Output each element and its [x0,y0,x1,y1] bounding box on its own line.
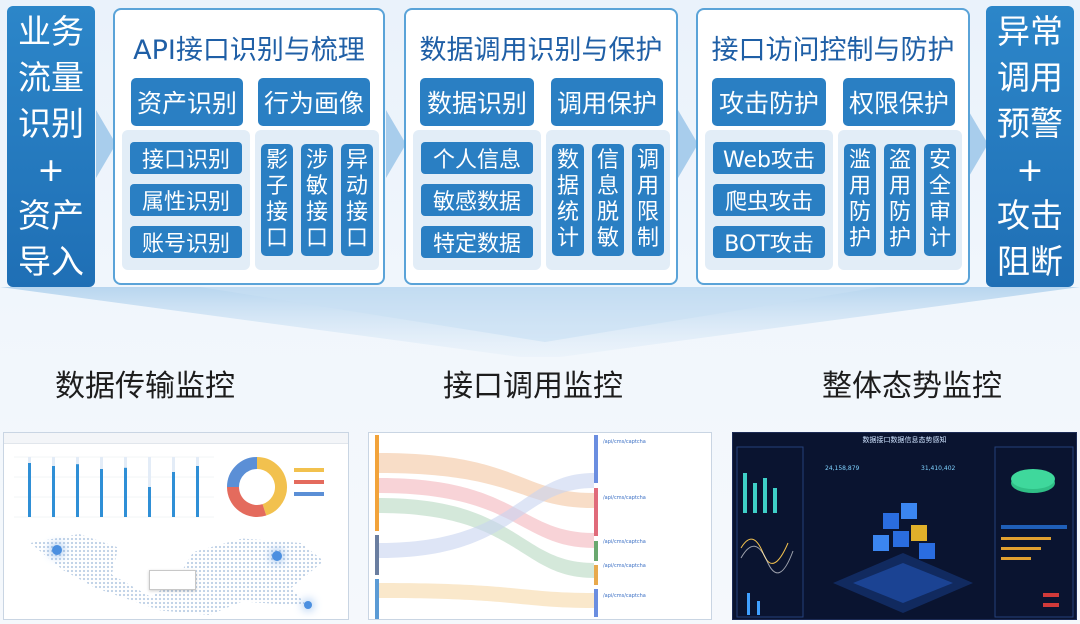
vertical-item-sensitive-api: 涉敏接口 [301,144,333,256]
bar [100,469,103,517]
sankey-label: /api/cms/captcha [603,439,646,445]
sankey-label: /api/cms/captcha [603,593,646,599]
sankey-chart [375,435,598,619]
sankey-label: /api/cms/captcha [603,563,646,569]
arrow-right-icon [96,110,116,178]
monitor-title-overall-situation: 整体态势监控 [822,369,1002,404]
vertical-item-abuse-protection: 滥用防护 [844,144,876,256]
monitor-title-data-transfer: 数据传输监控 [55,369,235,404]
bar [196,466,199,517]
vertical-item-theft-protection: 盗用防护 [884,144,916,256]
category-asset-identification: 资产识别 [131,78,243,126]
thumbnail-api-call: /api/cms/captcha/api/cms/captcha/api/cms… [368,432,712,620]
map-marker [304,601,312,609]
panel-access-control: 接口访问控制与防护 攻击防护 权限保护 Web攻击 爬虫攻击 BOT攻击 滥用防… [696,8,970,285]
list-item: Web攻击 [713,142,825,174]
donut-legend [294,468,334,496]
panel-api-identification: API接口识别与梳理 资产识别 行为画像 接口识别 属性识别 账号识别 影子接口… [113,8,385,285]
list-item: 爬虫攻击 [713,184,825,216]
category-behavior-profile: 行为画像 [258,78,370,126]
bar [124,467,127,517]
vertical-group: 影子接口 涉敏接口 异动接口 [255,130,379,270]
bar [52,466,55,517]
map-tooltip [149,570,196,590]
list-item: BOT攻击 [713,226,825,258]
list-group: Web攻击 爬虫攻击 BOT攻击 [705,130,833,270]
right-block-line: 异常 [997,11,1063,51]
right-block-line: 阻断 [997,241,1063,281]
list-item: 账号识别 [130,226,242,258]
vertical-group: 滥用防护 盗用防护 安全审计 [838,130,962,270]
panel-data-call: 数据调用识别与保护 数据识别 调用保护 个人信息 敏感数据 特定数据 数据统计 … [404,8,678,285]
funnel-shape [0,287,1080,357]
list-group: 接口识别 属性识别 账号识别 [122,130,250,270]
donut-slice [256,457,287,516]
list-group: 个人信息 敏感数据 特定数据 [413,130,541,270]
bar [148,487,151,517]
alert-block: 异常 调用 预警 + 攻击 阻断 [986,6,1074,287]
thumbnail-data-transfer [3,432,349,620]
arrow-right-icon [678,110,698,178]
list-item: 特定数据 [421,226,533,258]
category-data-identification: 数据识别 [420,78,534,126]
map-marker [52,545,62,555]
bar-chart [14,456,214,518]
sankey-label: /api/cms/captcha [603,495,646,501]
dashboard-title: 数据接口数据信息态势感知 [862,436,947,444]
list-item: 接口识别 [130,142,242,174]
arrow-right-icon [968,110,988,178]
situation-visual [736,446,1074,618]
vertical-item-anomaly-api: 异动接口 [341,144,373,256]
panel-title: 数据调用识别与保护 [419,35,663,66]
vertical-item-call-limit: 调用限制 [632,144,664,256]
panel-title: 接口访问控制与防护 [711,35,955,66]
vertical-item-shadow-api: 影子接口 [261,144,293,256]
left-block-line: 业务 [18,11,84,51]
vertical-item-data-stats: 数据统计 [552,144,584,256]
right-block-line: 攻击 [997,195,1063,235]
list-item: 个人信息 [421,142,533,174]
left-block-line: 流量 [18,57,84,97]
left-block-line: 导入 [18,241,84,281]
vertical-item-security-audit: 安全审计 [924,144,956,256]
list-item: 敏感数据 [421,184,533,216]
monitor-title-api-call: 接口调用监控 [443,369,623,404]
bar [28,463,31,517]
left-block-line: 识别 [18,103,84,143]
thumb-header [4,433,348,444]
bar [76,464,79,517]
panel-title: API接口识别与梳理 [133,35,365,66]
business-traffic-block: 业务 流量 识别 + 资产 导入 [7,6,95,287]
left-block-line: 资产 [18,195,84,235]
right-block-line: 调用 [997,57,1063,97]
bar [172,472,175,517]
category-permission-protection: 权限保护 [843,78,955,126]
vertical-item-data-masking: 信息脱敏 [592,144,624,256]
donut-chart [227,457,287,517]
category-attack-protection: 攻击防护 [712,78,826,126]
left-block-line: + [37,149,65,189]
list-item: 属性识别 [130,184,242,216]
right-block-line: 预警 [997,103,1063,143]
sankey-label: /api/cms/captcha [603,539,646,545]
arrow-right-icon [386,110,406,178]
right-block-line: + [1016,149,1044,189]
category-call-protection: 调用保护 [551,78,663,126]
thumbnail-overall-situation: 数据接口数据信息态势感知 24,158,879 31,410,402 [732,432,1077,620]
vertical-group: 数据统计 信息脱敏 调用限制 [546,130,670,270]
metric-b: 31,410,402 [921,465,956,472]
donut-slice [227,486,267,517]
metric-a: 24,158,879 [825,465,860,472]
donut-slice [227,457,258,488]
map-marker [272,551,282,561]
